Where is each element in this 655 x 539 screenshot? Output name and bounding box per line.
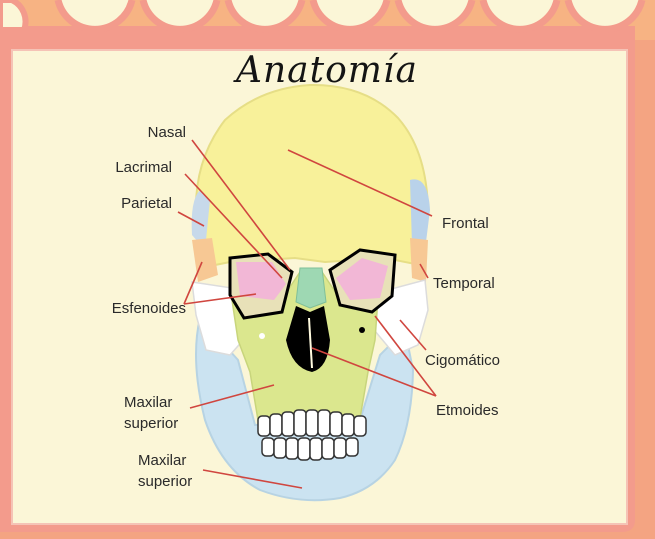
- label-frontal: Frontal: [442, 213, 489, 234]
- label-maxilar-superior-2: Maxilar superior: [138, 450, 192, 492]
- nasal-bone: [296, 268, 326, 308]
- sphenoid-right: [410, 238, 428, 282]
- label-lacrimal: Lacrimal: [100, 157, 172, 178]
- label-nasal: Nasal: [120, 122, 186, 143]
- tooth: [274, 438, 286, 458]
- foramen: [259, 333, 265, 339]
- tooth: [282, 412, 294, 436]
- tooth: [286, 438, 298, 459]
- tooth: [310, 438, 322, 460]
- label-cigomatico: Cigomático: [425, 350, 500, 371]
- label-maxilar-superior-1: Maxilar superior: [124, 392, 178, 434]
- scallop: [0, 0, 26, 30]
- label-etmoides: Etmoides: [436, 400, 499, 421]
- tooth: [346, 438, 358, 456]
- label-maxilar-line1: Maxilar: [124, 392, 178, 413]
- tooth: [294, 410, 306, 436]
- label-maxilar-line2: superior: [124, 413, 178, 434]
- tooth: [262, 438, 274, 456]
- tooth: [330, 412, 342, 436]
- tooth: [342, 414, 354, 436]
- tooth: [318, 410, 330, 436]
- label-esfenoides: Esfenoides: [96, 298, 186, 319]
- foramen: [359, 327, 365, 333]
- tooth: [334, 438, 346, 458]
- tooth: [322, 438, 334, 459]
- lower-teeth: [262, 438, 358, 460]
- tooth: [298, 438, 310, 460]
- page-title: Anatomía: [236, 50, 418, 91]
- tooth: [306, 410, 318, 436]
- label-temporal: Temporal: [433, 273, 495, 294]
- label-maxilar-line2: superior: [138, 471, 192, 492]
- tooth: [258, 416, 270, 436]
- label-parietal: Parietal: [100, 193, 172, 214]
- label-maxilar-line1: Maxilar: [138, 450, 192, 471]
- upper-teeth: [258, 410, 366, 436]
- tooth: [354, 416, 366, 436]
- tooth: [270, 414, 282, 436]
